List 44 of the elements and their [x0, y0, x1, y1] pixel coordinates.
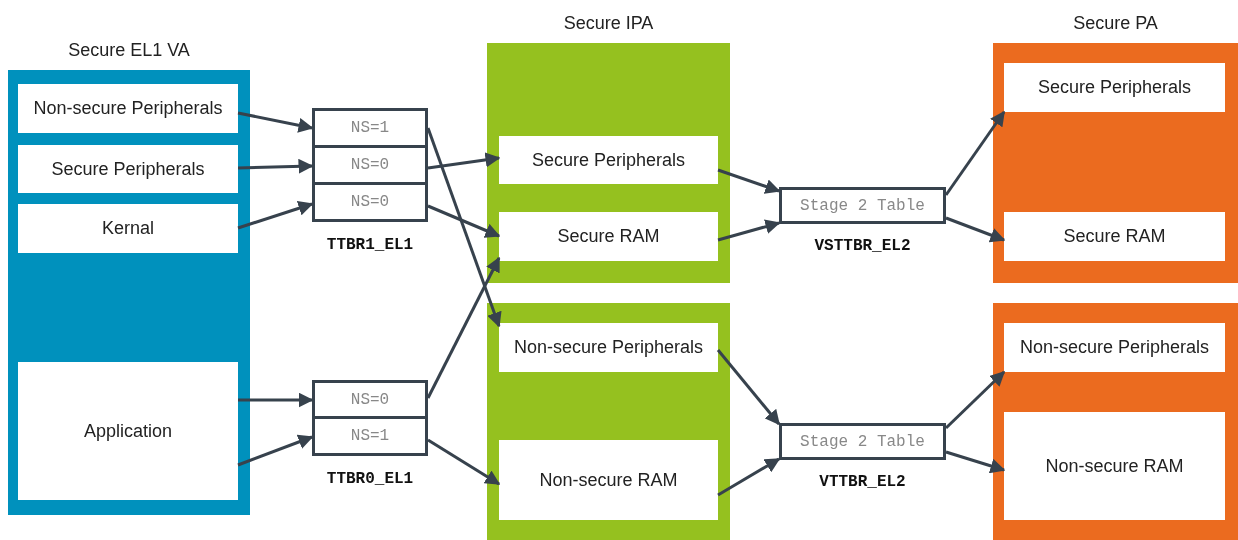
arrow: [237, 111, 314, 133]
region-panel: [487, 303, 730, 540]
arrow: [237, 201, 314, 230]
table-entry: NS=1: [312, 108, 428, 148]
memory-region-box: Secure RAM: [499, 212, 718, 261]
arrow: [426, 256, 501, 399]
memory-region-box: Non-secure RAM: [1004, 412, 1225, 520]
memory-region-box: Secure RAM: [1004, 212, 1225, 261]
table-entry: NS=0: [312, 145, 428, 185]
memory-region-box: Non-secure Peripherals: [499, 323, 718, 372]
memory-region-box: Application: [18, 362, 238, 500]
arrow: [237, 434, 314, 467]
arrow: [237, 158, 314, 174]
arrow: [945, 450, 1006, 474]
arrow: [427, 152, 501, 170]
memory-region-box: Secure Peripherals: [1004, 63, 1225, 112]
arrow: [944, 110, 1006, 196]
register-name: TTBR1_EL1: [326, 236, 414, 254]
memory-region-box: Secure Peripherals: [18, 145, 238, 193]
stage-2-table-box: Stage 2 Table: [779, 187, 946, 224]
region-title: Secure EL1 VA: [68, 40, 190, 61]
arrow: [427, 204, 501, 238]
arrow: [716, 349, 781, 426]
register-name: TTBR0_EL1: [326, 470, 414, 488]
region-panel: [993, 303, 1238, 540]
region-title: Secure IPA: [563, 13, 654, 34]
region-title: Secure PA: [1073, 13, 1158, 34]
stage-2-table-box: Stage 2 Table: [779, 423, 946, 460]
arrow: [717, 168, 781, 194]
table-entry: NS=1: [312, 416, 428, 456]
register-name: VTTBR_EL2: [819, 473, 906, 491]
arrow: [945, 216, 1006, 243]
arrow: [238, 392, 314, 408]
memory-region-box: Kernal: [18, 204, 238, 253]
arrow: [717, 457, 781, 497]
table-entry: NS=0: [312, 182, 428, 222]
arrow: [427, 438, 501, 486]
memory-region-box: Non-secure Peripherals: [1004, 323, 1225, 372]
arrow: [944, 370, 1006, 430]
arrow: [426, 127, 502, 328]
memory-region-box: Secure Peripherals: [499, 136, 718, 184]
register-name: VSTTBR_EL2: [814, 237, 911, 255]
memory-region-box: Non-secure RAM: [499, 440, 718, 520]
memory-region-box: Non-secure Peripherals: [18, 84, 238, 133]
